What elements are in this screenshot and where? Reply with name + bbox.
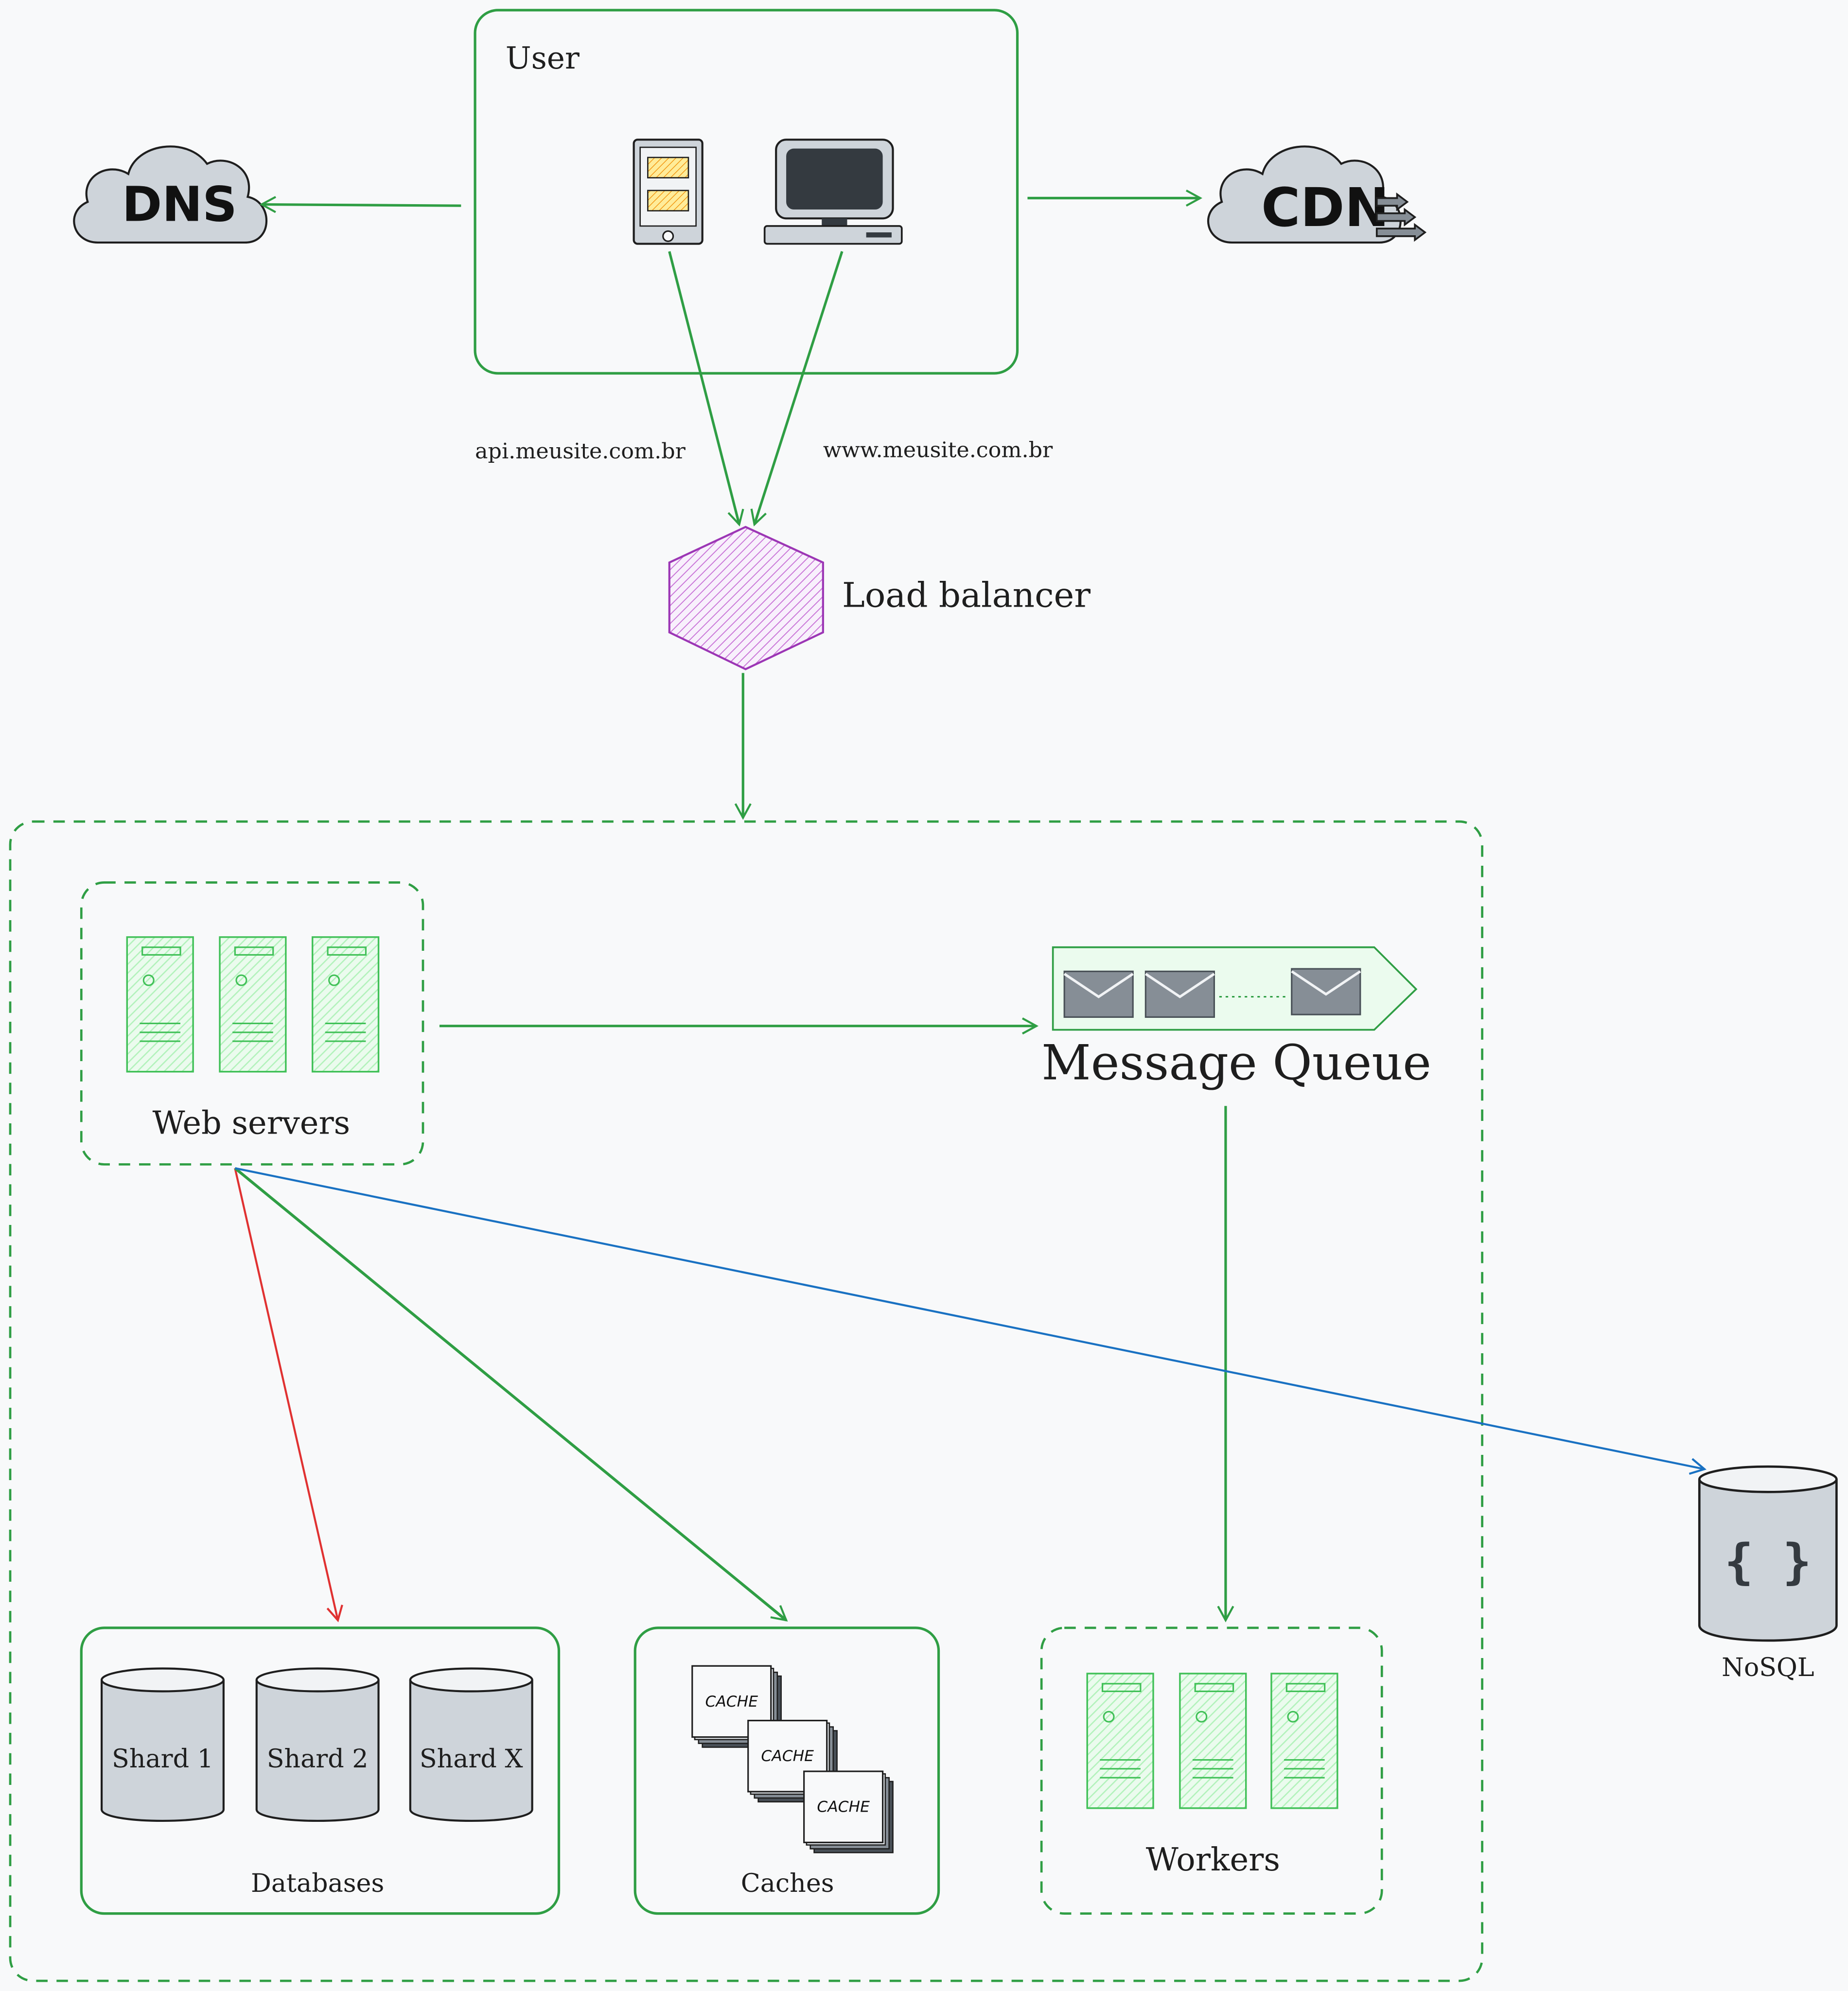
web-server-icon: [312, 936, 380, 1073]
route-api-label: api.meusite.com.br: [475, 439, 686, 464]
nosql-group: { } NoSQL: [1698, 1465, 1838, 1682]
worker-server-icon: [1270, 1673, 1338, 1809]
worker-server-icon: [1086, 1673, 1154, 1809]
cache-icon: CACHE: [803, 1770, 894, 1853]
arrow-mobile-to-load-balancer: [668, 251, 744, 527]
nosql-braces-icon: { }: [1725, 1534, 1812, 1590]
arrow-user-to-dns: [259, 196, 461, 213]
svg-text:CACHE: CACHE: [817, 1799, 870, 1816]
envelope-icon: [1064, 971, 1133, 1017]
svg-text:CACHE: CACHE: [705, 1693, 758, 1711]
nosql-label: NoSQL: [1722, 1653, 1814, 1682]
workers-box: [1040, 1626, 1383, 1915]
envelope-icon: [1292, 969, 1360, 1014]
web-server-icon: [219, 936, 287, 1073]
load-balancer-hexagon-icon: [668, 525, 824, 670]
user-title: User: [506, 40, 580, 76]
arrow-web-servers-to-databases: [234, 1168, 343, 1623]
arrow-desktop-to-load-balancer: [750, 251, 844, 527]
load-balancer: Load balancer: [668, 525, 1091, 670]
message-queue-label: Message Queue: [1041, 1035, 1431, 1091]
shard-label: Shard X: [420, 1745, 523, 1774]
databases-group: Shard 1 Shard 2 Shard X Databases: [80, 1626, 561, 1915]
envelope-icon: [1145, 971, 1214, 1017]
caches-box: [634, 1626, 940, 1915]
svg-text:CACHE: CACHE: [761, 1747, 814, 1765]
route-www-label: www.meusite.com.br: [823, 437, 1053, 462]
desktop-computer-icon: [763, 139, 903, 245]
arrow-web-servers-to-caches: [234, 1167, 788, 1622]
shard-label: Shard 2: [267, 1745, 369, 1774]
web-servers-group: Web servers: [80, 881, 424, 1166]
nosql-database-icon: [1698, 1479, 1838, 1642]
caches-group: CACHE CACHE CACHE Caches: [634, 1626, 940, 1915]
databases-box: [80, 1626, 561, 1915]
message-queue-group: Message Queue: [1041, 946, 1431, 1091]
user-box: [474, 9, 1019, 375]
web-server-icon: [126, 936, 194, 1073]
web-servers-label: Web servers: [153, 1105, 351, 1142]
cdn-speed-icon: [1375, 192, 1427, 242]
dns-label: DNS: [122, 177, 237, 233]
workers-label: Workers: [1146, 1841, 1280, 1878]
arrow-web-servers-to-nosql: [234, 1167, 1707, 1475]
load-balancer-label: Load balancer: [842, 576, 1091, 615]
user-group: User: [474, 9, 1019, 375]
databases-label: Databases: [251, 1869, 384, 1898]
cache-icon: CACHE: [691, 1665, 782, 1748]
web-servers-box: [80, 881, 424, 1166]
dns-cloud: DNS: [74, 146, 266, 243]
backend-cluster-boundary: [9, 820, 1483, 1982]
worker-server-icon: [1179, 1673, 1247, 1809]
shard-label: Shard 1: [112, 1745, 213, 1774]
caches-label: Caches: [741, 1869, 834, 1898]
workers-group: Workers: [1040, 1626, 1383, 1915]
cache-icon: CACHE: [747, 1720, 838, 1803]
cdn-label: CDN: [1261, 176, 1389, 239]
cdn-cloud: CDN: [1208, 146, 1427, 243]
mobile-phone-icon: [633, 139, 704, 245]
